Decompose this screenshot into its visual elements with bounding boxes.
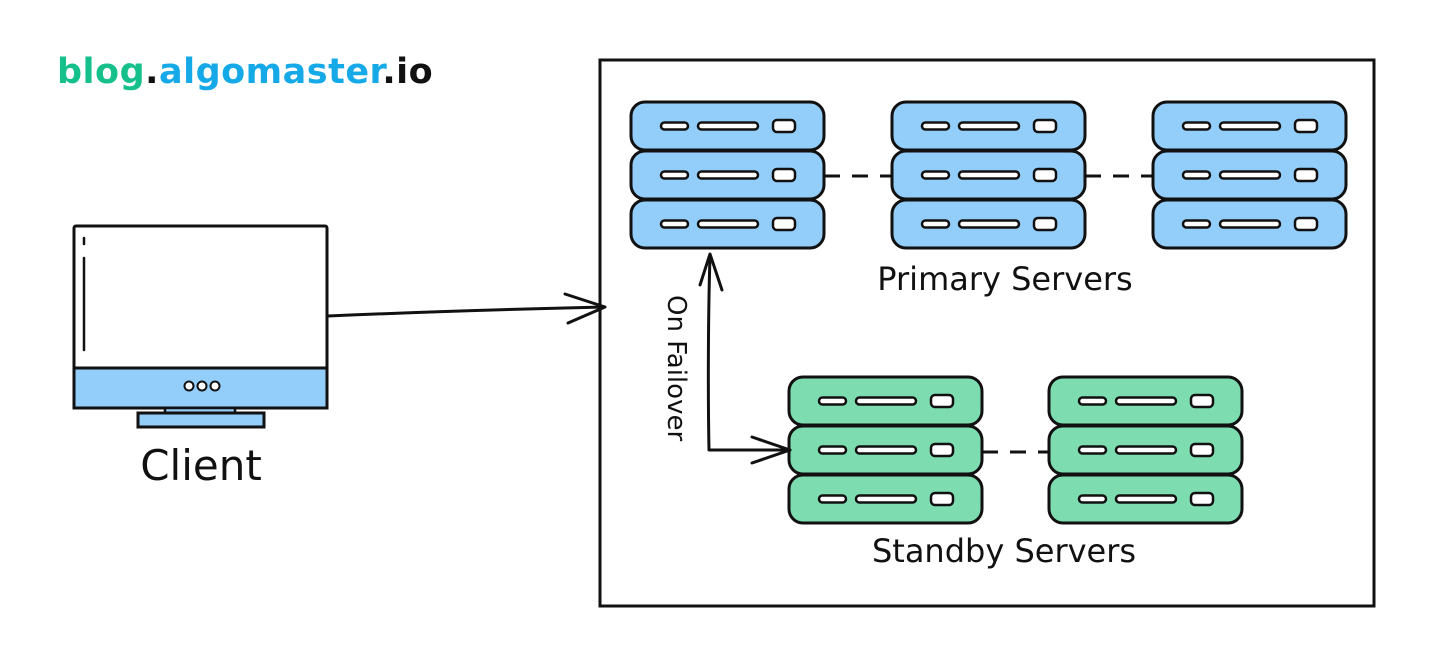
monitor-button-dot bbox=[209, 380, 221, 392]
server-rack-icon bbox=[1151, 100, 1348, 250]
server-slot-short bbox=[920, 121, 951, 131]
failover-arrow-line bbox=[706, 254, 792, 452]
server-slot-long bbox=[696, 170, 760, 180]
server-rack-icon bbox=[787, 375, 984, 525]
failover-arrow-head-right bbox=[750, 435, 792, 465]
server-slot-short bbox=[1181, 219, 1212, 229]
server-slot-long bbox=[957, 121, 1021, 131]
standby-servers-label: Standby Servers bbox=[872, 532, 1136, 570]
server-slot-short bbox=[817, 445, 848, 455]
server-led bbox=[1032, 216, 1058, 232]
server-slot-long bbox=[1114, 445, 1178, 455]
monitor-button-dot bbox=[196, 380, 208, 392]
server-slot-long bbox=[957, 219, 1021, 229]
brand-part-blog: blog bbox=[57, 52, 146, 92]
server-led bbox=[771, 216, 797, 232]
server-slot-long bbox=[1218, 121, 1282, 131]
server-led bbox=[929, 442, 955, 458]
server-rack-icon bbox=[629, 100, 826, 250]
primary-servers-label: Primary Servers bbox=[877, 260, 1132, 298]
server-slot-short bbox=[920, 170, 951, 180]
failover-label: On Failover bbox=[661, 295, 691, 441]
brand-logo: blog.algomaster.io bbox=[57, 52, 433, 92]
server-led bbox=[929, 393, 955, 409]
server-slot-long bbox=[1114, 494, 1178, 504]
server-rack-icon bbox=[1047, 375, 1244, 525]
server-slot-short bbox=[817, 494, 848, 504]
system-boundary bbox=[598, 58, 1376, 608]
server-slot-long bbox=[957, 170, 1021, 180]
brand-part-algomaster: algomaster bbox=[158, 52, 383, 92]
server-slot-short bbox=[1077, 494, 1108, 504]
server-slot-long bbox=[854, 494, 918, 504]
server-slot-short bbox=[1181, 121, 1212, 131]
monitor-icon bbox=[72, 224, 329, 429]
monitor-base bbox=[136, 411, 266, 429]
brand-dot: . bbox=[145, 52, 159, 92]
request-arrow-line bbox=[326, 305, 606, 318]
brand-dot: . bbox=[382, 52, 397, 92]
server-led bbox=[1032, 118, 1058, 134]
client-label: Client bbox=[140, 441, 262, 490]
server-led bbox=[929, 491, 955, 507]
server-led bbox=[771, 167, 797, 183]
server-slot-long bbox=[696, 121, 760, 131]
server-slot-short bbox=[1181, 170, 1212, 180]
server-led bbox=[1293, 118, 1319, 134]
server-led bbox=[1032, 167, 1058, 183]
server-led bbox=[1189, 442, 1215, 458]
server-slot-long bbox=[1114, 396, 1178, 406]
standby-servers-group bbox=[787, 375, 1244, 525]
server-slot-short bbox=[1077, 445, 1108, 455]
monitor-button-dot bbox=[183, 380, 195, 392]
primary-servers-group bbox=[629, 100, 1348, 250]
server-slot-long bbox=[854, 445, 918, 455]
brand-part-io: io bbox=[396, 52, 434, 92]
server-led bbox=[771, 118, 797, 134]
server-slot-short bbox=[920, 219, 951, 229]
server-led bbox=[1189, 393, 1215, 409]
server-led bbox=[1189, 491, 1215, 507]
server-rack-icon bbox=[890, 100, 1087, 250]
server-slot-short bbox=[659, 219, 690, 229]
server-slot-long bbox=[696, 219, 760, 229]
server-slot-long bbox=[1218, 219, 1282, 229]
server-led bbox=[1293, 167, 1319, 183]
server-slot-short bbox=[1077, 396, 1108, 406]
request-arrow-head bbox=[563, 292, 607, 325]
server-slot-short bbox=[817, 396, 848, 406]
server-slot-long bbox=[1218, 170, 1282, 180]
server-slot-short bbox=[659, 121, 690, 131]
server-slot-long bbox=[854, 396, 918, 406]
failover-arrow-head-up bbox=[698, 252, 724, 292]
server-led bbox=[1293, 216, 1319, 232]
server-slot-short bbox=[659, 170, 690, 180]
